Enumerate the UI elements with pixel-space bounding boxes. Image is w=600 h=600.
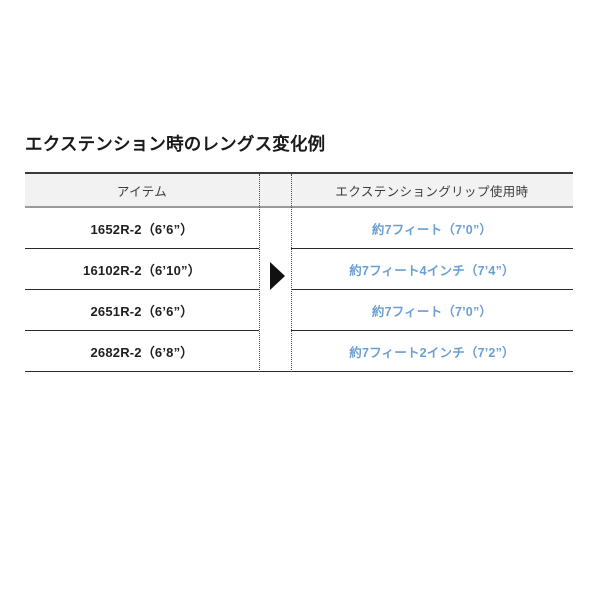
column-header-value: エクステンショングリップ使用時 [291,172,573,208]
page-title: エクステンション時のレングス変化例 [25,134,326,154]
length-change-table: アイテム エクステンショングリップ使用時 1652R-2（6’6”） 約7フィー… [25,172,573,372]
table-row: 2682R-2（6’8”） 約7フィート2インチ（7’2”） [25,330,573,372]
spec-table-container: アイテム エクステンショングリップ使用時 1652R-2（6’6”） 約7フィー… [25,172,573,372]
table-header: アイテム エクステンショングリップ使用時 [25,172,573,208]
cell-item: 2651R-2（6’6”） [25,289,259,331]
table-row: 1652R-2（6’6”） 約7フィート（7’0”） [25,207,573,249]
table-row: 16102R-2（6’10”） 約7フィート4インチ（7’4”） [25,248,573,290]
cell-item: 16102R-2（6’10”） [25,248,259,290]
table-body: 1652R-2（6’6”） 約7フィート（7’0”） 16102R-2（6’10… [25,207,573,372]
cell-value: 約7フィート（7’0”） [291,207,573,249]
column-header-gap [259,172,291,208]
cell-value: 約7フィート2インチ（7’2”） [291,330,573,372]
table-row: 2651R-2（6’6”） 約7フィート（7’0”） [25,289,573,331]
column-header-item: アイテム [25,172,259,208]
cell-value: 約7フィート（7’0”） [291,289,573,331]
cell-item: 2682R-2（6’8”） [25,330,259,372]
cell-item: 1652R-2（6’6”） [25,207,259,249]
table-header-row: アイテム エクステンショングリップ使用時 [25,172,573,208]
cell-gap [259,330,291,372]
cell-gap [259,289,291,331]
right-triangle-arrow-icon [270,262,285,290]
cell-value: 約7フィート4インチ（7’4”） [291,248,573,290]
cell-gap [259,207,291,249]
